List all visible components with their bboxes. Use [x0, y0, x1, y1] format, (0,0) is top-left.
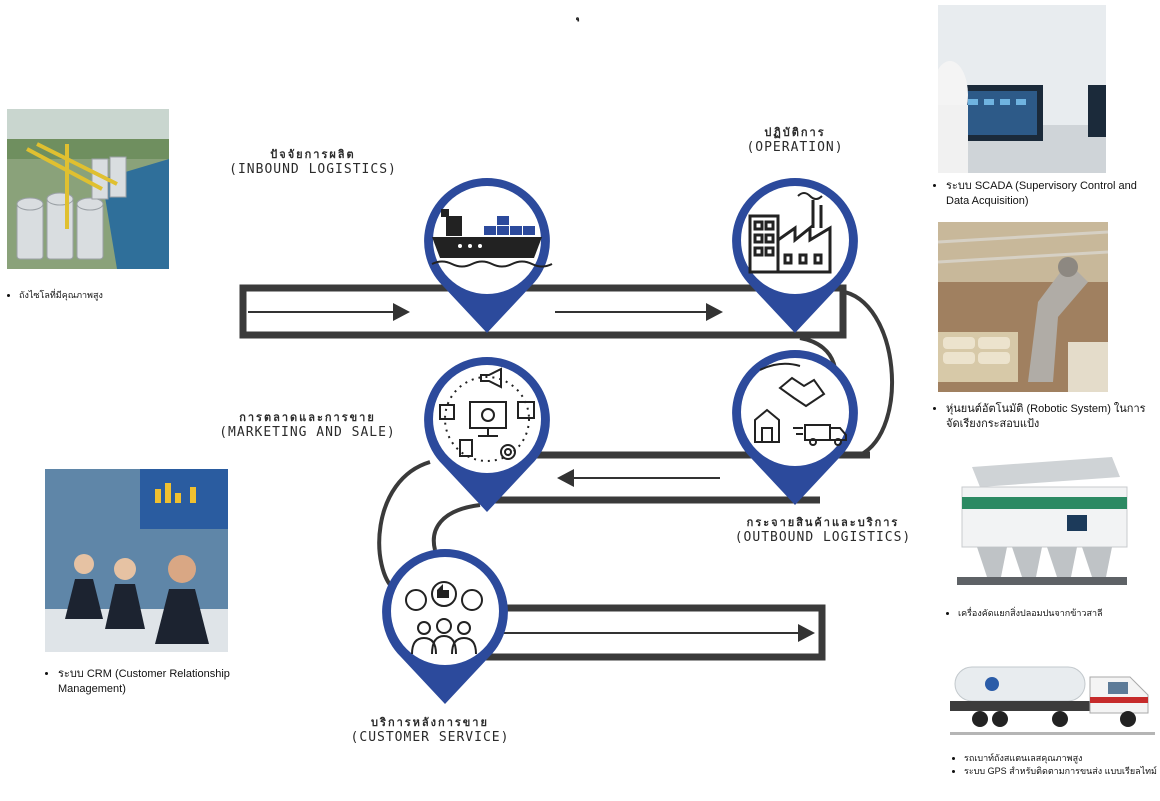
delivery-handshake-icon: [754, 362, 847, 446]
arrow-lane1-b: [555, 303, 723, 321]
stage-service-thai: บริการหลังการขาย: [371, 716, 489, 729]
stage-service-english: (CUSTOMER SERVICE): [350, 729, 510, 745]
sorter-caption: เครื่องคัดแยกสิ่งปลอมปนจากข้าวสาลี: [944, 607, 1160, 620]
track-turn-right-outer: [839, 289, 895, 457]
control-room-photo: [938, 5, 1106, 173]
track-turn-left-inner: [431, 503, 481, 551]
stage-label-marketing: การตลาดและการขาย (MARKETING AND SALE): [200, 411, 415, 441]
robot-caption: หุ่นยนต์อัตโนมัติ (Robotic System) ในการ…: [932, 402, 1151, 433]
grain-silo-photo: [7, 109, 169, 269]
silo-caption-item: ถังไซโลที่มีคุณภาพสูง: [19, 289, 194, 301]
stage-label-service: บริการหลังการขาย (CUSTOMER SERVICE): [330, 716, 530, 746]
arrow-lane1-a: [248, 303, 410, 321]
business-meeting-photo: [45, 469, 228, 652]
track-turn-left-outer: [377, 460, 431, 592]
stage-operation-thai: ปฏิบัติการ: [764, 126, 826, 139]
bulk-tanker-truck-photo: [950, 657, 1155, 737]
arrow-lane2: [557, 469, 720, 487]
arrow-lane3: [490, 624, 815, 642]
robotic-arm-photo: [938, 222, 1108, 392]
scada-caption: ระบบ SCADA (Supervisory Control and Data…: [932, 179, 1160, 210]
truck-caption: รถเบาท์ถังสแตนเลสคุณภาพสูง ระบบ GPS สำหร…: [950, 752, 1160, 778]
robot-caption-item: หุ่นยนต์อัตโนมัติ (Robotic System) ในการ…: [946, 402, 1151, 432]
customer-feedback-icon: [405, 581, 483, 655]
stage-operation-english: (OPERATION): [746, 139, 844, 155]
stage-inbound-thai: ปัจจัยการผลิต: [270, 148, 356, 161]
truck-caption-item-2: ระบบ GPS สำหรับติดตามการขนส่ง แบบเรียลไท…: [964, 765, 1160, 777]
stage-outbound-english: (OUTBOUND LOGISTICS): [734, 529, 912, 545]
stage-label-inbound: ปัจจัยการผลิต (INBOUND LOGISTICS): [208, 148, 418, 178]
factory-icon: [748, 192, 832, 274]
stage-label-operation: ปฏิบัติการ (OPERATION): [715, 126, 875, 156]
stage-marketing-thai: การตลาดและการขาย: [239, 411, 376, 424]
stage-outbound-thai: กระจายสินค้าและบริการ: [746, 516, 900, 529]
stage-marketing-english: (MARKETING AND SALE): [219, 424, 396, 440]
silo-caption: ถังไซโลที่มีคุณภาพสูง: [5, 289, 194, 302]
pin-service: [382, 549, 508, 704]
scada-caption-item: ระบบ SCADA (Supervisory Control and Data…: [946, 179, 1160, 209]
crm-caption: ระบบ CRM (Customer Relationship Manageme…: [44, 667, 248, 698]
color-sorter-photo: [952, 447, 1132, 597]
digital-marketing-icon: [439, 367, 535, 462]
crm-caption-item: ระบบ CRM (Customer Relationship Manageme…: [58, 667, 248, 697]
cargo-ship-icon: [431, 209, 553, 268]
sorter-caption-item: เครื่องคัดแยกสิ่งปลอมปนจากข้าวสาลี: [958, 607, 1160, 619]
track-lane-3: [460, 604, 826, 661]
stage-label-outbound: กระจายสินค้าและบริการ (OUTBOUND LOGISTIC…: [718, 516, 928, 546]
stage-inbound-english: (INBOUND LOGISTICS): [229, 161, 397, 177]
truck-caption-item-1: รถเบาท์ถังสแตนเลสคุณภาพสูง: [964, 752, 1160, 764]
